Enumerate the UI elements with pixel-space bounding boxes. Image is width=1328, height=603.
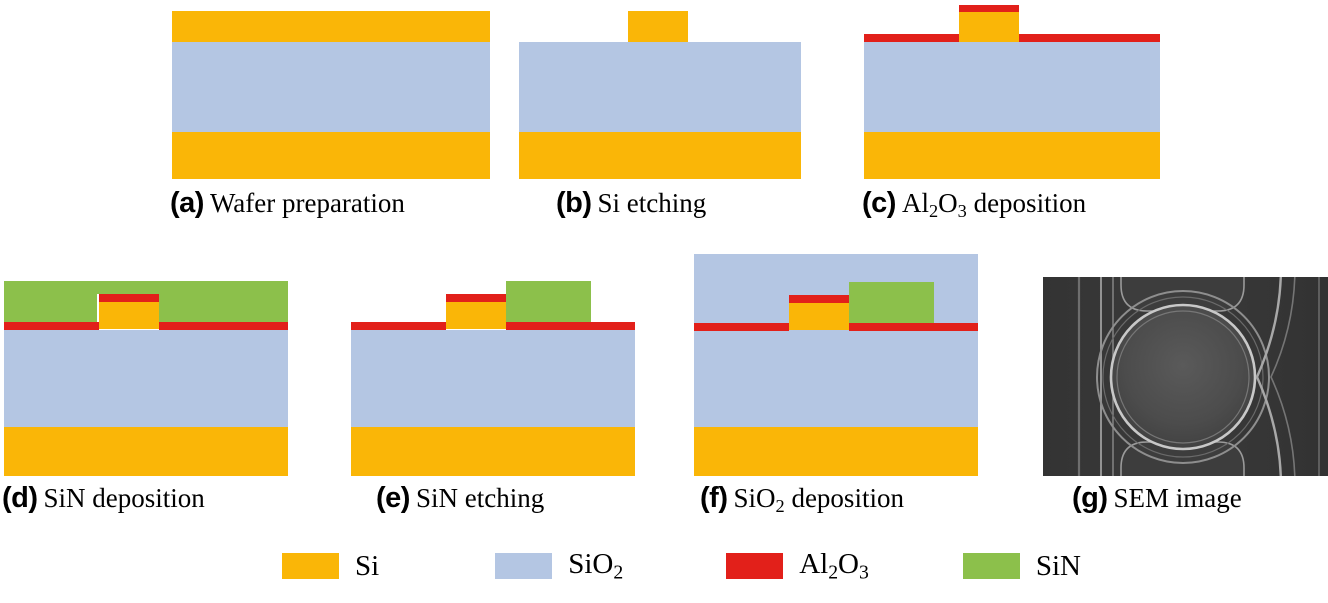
panel-label-b: (b) <box>556 187 592 219</box>
cross-section-panel-b <box>519 11 801 179</box>
legend-item-si: Si <box>282 550 379 583</box>
sin-over-mesa <box>97 281 159 294</box>
sem-micrograph-graphic <box>1043 277 1328 476</box>
panel-label-a: (a) <box>170 187 204 219</box>
al2o3-cap <box>959 5 1019 12</box>
al2o3-right-strip <box>159 322 288 330</box>
panel-caption-text-f: SiO2 deposition <box>733 483 904 517</box>
legend-item-sio2: SiO2 <box>495 548 623 585</box>
stack-diagram-a <box>172 11 490 179</box>
legend-label-al2o3: Al2O3 <box>799 548 869 584</box>
sio2-layer <box>172 42 490 132</box>
sem-image <box>1043 277 1328 476</box>
si-top-layer <box>172 11 490 42</box>
legend-swatch-sin <box>962 553 1020 580</box>
panel-caption-f: (f)SiO2 deposition <box>700 484 904 516</box>
al2o3-left-strip <box>694 323 789 331</box>
si-mesa <box>99 302 159 329</box>
cross-section-panel-f <box>694 254 978 476</box>
legend-swatch-al2o3 <box>726 553 784 580</box>
legend-swatch-si <box>282 553 339 580</box>
cross-section-panel-e <box>351 281 635 476</box>
legend-swatch-sio2 <box>495 553 553 580</box>
stack-diagram-f <box>694 254 978 476</box>
panel-label-d: (d) <box>2 482 38 514</box>
si-mesa <box>789 303 849 330</box>
al2o3-right-strip <box>849 323 978 331</box>
al2o3-right-strip <box>506 322 635 330</box>
legend-item-al2o3: Al2O3 <box>726 548 869 585</box>
si-mesa <box>959 12 1019 42</box>
stack-diagram-e <box>351 281 635 476</box>
sio2-layer <box>4 330 288 427</box>
al2o3-cap <box>446 294 506 302</box>
al2o3-left-strip <box>351 322 446 330</box>
si-mesa <box>628 11 688 42</box>
cross-section-panel-d <box>4 281 288 476</box>
al2o3-right-strip <box>1019 34 1160 42</box>
stack-diagram-c <box>864 5 1160 179</box>
legend-items: Si SiO2 Al2O3 SiN <box>282 548 1081 585</box>
sin-left-block <box>4 281 97 329</box>
sio2-layer <box>519 42 801 132</box>
materials-legend: Si SiO2 Al2O3 SiN <box>0 548 1328 603</box>
sio2-layer <box>351 330 635 427</box>
sin-block <box>849 282 934 330</box>
panel-caption-text-a: Wafer preparation <box>209 188 405 218</box>
legend-item-sin: SiN <box>962 549 1081 583</box>
si-substrate <box>519 132 801 179</box>
panel-caption-d: (d)SiN deposition <box>2 484 205 513</box>
panel-caption-b: (b)Si etching <box>556 189 706 218</box>
panel-label-e: (e) <box>376 482 410 514</box>
si-substrate <box>351 427 635 476</box>
sio2-layer <box>864 42 1160 132</box>
panel-caption-a: (a)Wafer preparation <box>170 189 405 218</box>
al2o3-left-strip <box>864 34 959 42</box>
sin-block <box>506 281 591 329</box>
panel-caption-text-g: SEM image <box>1113 483 1242 513</box>
stack-diagram-d <box>4 281 288 476</box>
legend-label-sio2: SiO2 <box>568 548 624 584</box>
panel-label-c: (c) <box>862 187 896 219</box>
panel-caption-text-e: SiN etching <box>415 483 545 513</box>
al2o3-cap <box>789 295 849 303</box>
panel-caption-text-b: Si etching <box>597 188 707 218</box>
panel-caption-text-d: SiN deposition <box>43 483 205 513</box>
si-substrate <box>4 427 288 476</box>
panel-label-g: (g) <box>1072 482 1108 514</box>
sin-right-block <box>159 281 288 329</box>
legend-label-si: Si <box>355 549 380 582</box>
panel-caption-c: (c)Al2O3 deposition <box>862 189 1086 221</box>
cross-section-panel-a <box>172 11 490 179</box>
panel-caption-g: (g)SEM image <box>1072 484 1242 513</box>
al2o3-left-strip <box>4 322 99 330</box>
si-mesa <box>446 302 506 329</box>
si-substrate <box>694 427 978 476</box>
panel-caption-e: (e)SiN etching <box>376 484 544 513</box>
si-substrate <box>864 132 1160 179</box>
al2o3-cap <box>99 294 159 302</box>
cross-section-panel-c <box>864 5 1160 179</box>
panel-label-f: (f) <box>700 482 728 514</box>
legend-label-sin: SiN <box>1035 549 1081 582</box>
si-substrate <box>172 132 490 179</box>
panel-caption-text-c: Al2O3 deposition <box>901 188 1087 222</box>
stack-diagram-b <box>519 11 801 179</box>
